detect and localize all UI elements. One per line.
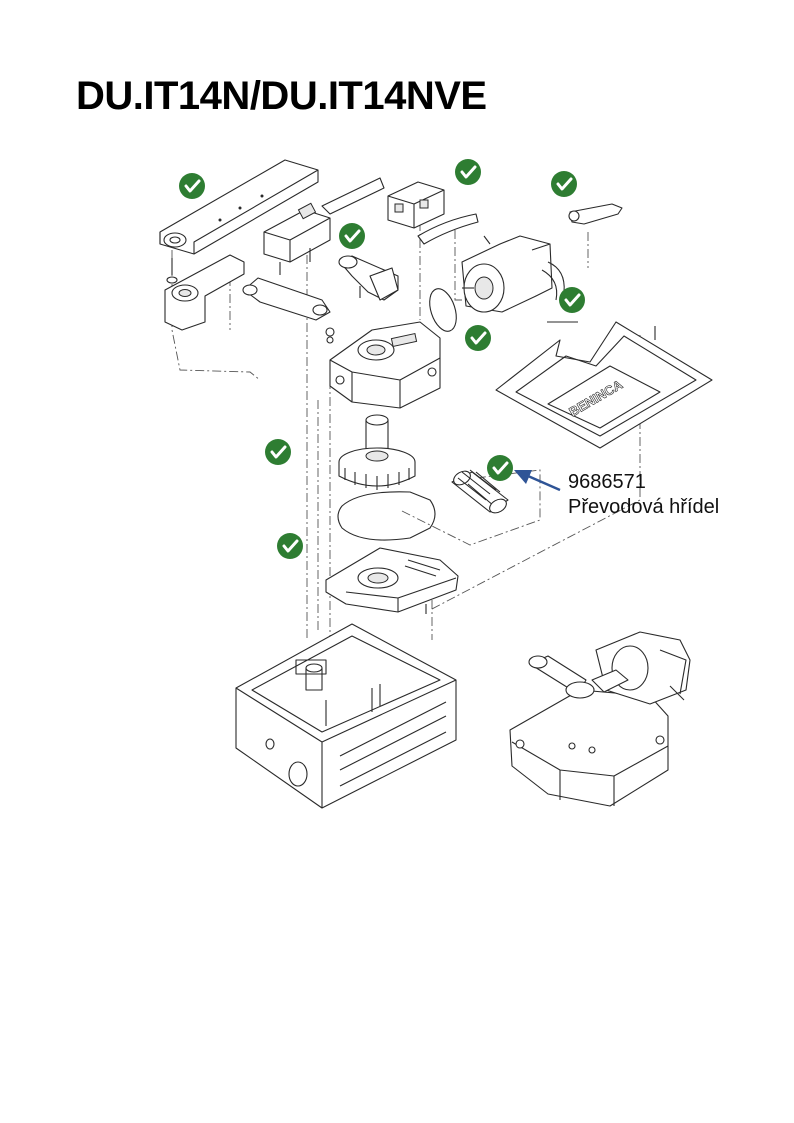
callout-arrow	[514, 470, 561, 492]
gearbox-top-cover	[329, 321, 441, 409]
assembled-operator	[509, 631, 691, 807]
connector-block	[387, 181, 479, 245]
checkmark-icon-group	[179, 159, 585, 559]
checkmark-circle-icon	[551, 171, 577, 197]
checkmark-circle-icon	[277, 533, 303, 559]
checkmark-circle-icon	[465, 325, 491, 351]
page-title: DU.IT14N/DU.IT14NVE	[76, 74, 487, 118]
electric-motor	[461, 235, 578, 323]
checkmark-circle-icon	[559, 287, 585, 313]
checkmark-circle-icon	[455, 159, 481, 185]
checkmark-circle-icon	[339, 223, 365, 249]
gearbox-base	[325, 547, 459, 614]
release-lever	[568, 203, 623, 225]
o-ring-seal	[429, 288, 457, 332]
part-number: 9686571	[568, 471, 646, 493]
checkmark-circle-icon	[265, 439, 291, 465]
part-name: Převodová hřídel	[568, 496, 720, 518]
foundation-box	[235, 623, 457, 809]
gasket	[337, 491, 436, 541]
part-callout: 9686571 Převodová hřídel	[568, 470, 719, 520]
lever-arm-assembly	[159, 159, 335, 344]
beninca-cover-plate: BENINCA	[495, 321, 713, 449]
transmission-shaft	[451, 469, 509, 514]
checkmark-circle-icon	[179, 173, 205, 199]
gear-wheel	[338, 414, 416, 490]
limit-switch-assembly	[263, 177, 399, 301]
checkmark-circle-icon	[487, 455, 513, 481]
